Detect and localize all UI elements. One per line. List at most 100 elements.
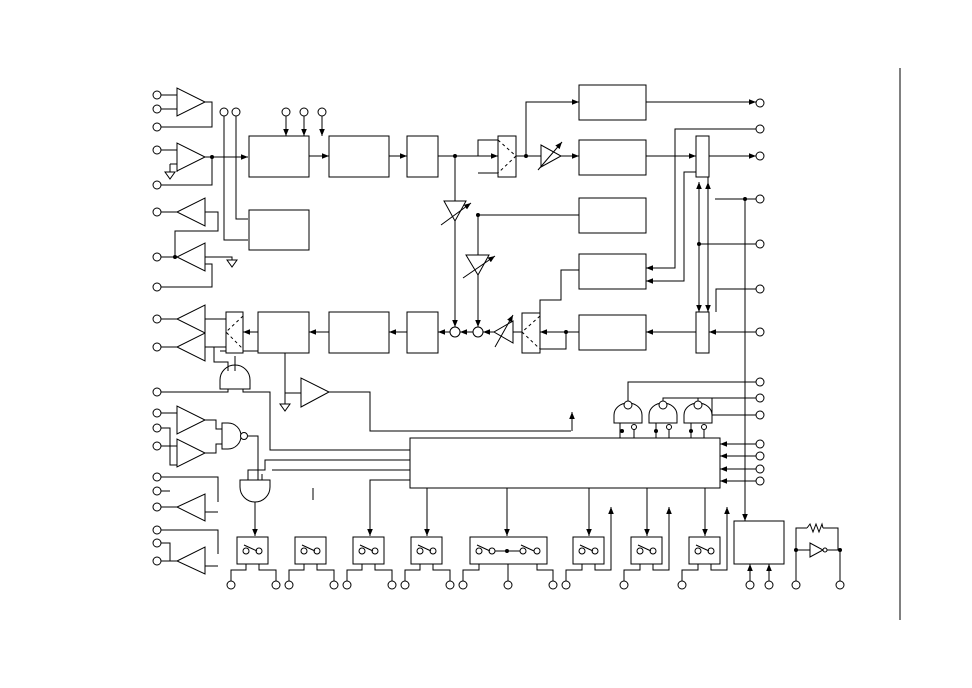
pin	[387, 580, 397, 590]
amplifier-triangle	[176, 405, 207, 435]
pin	[835, 580, 845, 590]
pin	[152, 90, 162, 100]
nand-gate	[221, 422, 242, 450]
pin	[755, 464, 765, 474]
block	[578, 197, 647, 234]
control-block	[409, 437, 721, 489]
pin	[677, 580, 687, 590]
pin	[152, 122, 162, 132]
switch-block	[695, 135, 710, 178]
amplifier-triangle	[175, 197, 206, 227]
amplifier-triangle	[176, 87, 207, 117]
and-gate	[239, 479, 271, 503]
pin	[152, 342, 162, 352]
pin	[284, 580, 294, 590]
summing-node	[472, 326, 484, 338]
pin	[152, 387, 162, 397]
pin	[764, 580, 774, 590]
block	[406, 311, 439, 354]
amplifier-triangle	[300, 377, 331, 408]
variable-amplifier	[540, 144, 563, 168]
block	[733, 520, 785, 565]
ground-symbol	[279, 403, 291, 412]
pin	[342, 580, 352, 590]
pin	[152, 441, 162, 451]
pin	[755, 151, 765, 161]
pin	[299, 107, 309, 117]
pin	[152, 104, 162, 114]
switch-block	[695, 311, 710, 354]
block	[328, 311, 390, 354]
pin	[152, 525, 162, 535]
pin	[745, 580, 755, 590]
pin	[152, 282, 162, 292]
pin	[152, 472, 162, 482]
pin	[503, 580, 513, 590]
pin	[152, 408, 162, 418]
switch-box	[688, 536, 721, 565]
amplifier-triangle	[175, 546, 206, 575]
pin	[152, 486, 162, 496]
block	[248, 209, 310, 251]
summing-node	[449, 326, 461, 338]
pin	[755, 439, 765, 449]
pin	[755, 327, 765, 337]
pin	[152, 423, 162, 433]
pin	[231, 107, 241, 117]
switch-box	[572, 536, 605, 565]
pin	[445, 580, 455, 590]
variable-amplifier	[443, 200, 467, 223]
switch-block	[521, 312, 541, 354]
pin	[152, 145, 162, 155]
pin	[791, 580, 801, 590]
block	[257, 311, 310, 354]
pin	[755, 451, 765, 461]
pin	[152, 314, 162, 324]
block	[578, 84, 647, 121]
pin	[400, 580, 410, 590]
block	[406, 135, 439, 178]
block	[248, 135, 310, 178]
pin	[152, 180, 162, 190]
and-gate	[219, 364, 251, 390]
pin	[152, 556, 162, 566]
pin	[152, 207, 162, 217]
pin	[755, 239, 765, 249]
block	[578, 253, 647, 290]
pin	[755, 284, 765, 294]
pin	[152, 538, 162, 548]
amplifier-triangle	[175, 332, 206, 362]
ground-symbol	[226, 259, 238, 268]
bottom-switch-group	[226, 488, 845, 590]
switch-box	[410, 536, 443, 565]
left-amplifier-group	[152, 87, 571, 575]
pin	[317, 107, 327, 117]
pin	[755, 410, 765, 420]
pin	[152, 252, 162, 262]
amplifier-triangle	[175, 242, 206, 272]
pin	[561, 580, 571, 590]
amplifier-triangle	[176, 438, 207, 468]
switch-box	[236, 536, 269, 565]
right-side-group	[225, 98, 765, 510]
pin	[458, 580, 468, 590]
control-logic-group	[265, 377, 765, 536]
pin	[329, 580, 339, 590]
pin	[548, 580, 558, 590]
pin	[755, 377, 765, 387]
pin	[755, 393, 765, 403]
switch-box	[294, 536, 327, 565]
switch-box	[630, 536, 663, 565]
switch-box	[352, 536, 385, 565]
pin	[755, 476, 765, 486]
pin	[219, 107, 229, 117]
pin	[281, 107, 291, 117]
pin	[755, 98, 765, 108]
block	[578, 139, 647, 176]
block	[328, 135, 390, 178]
pin	[226, 580, 236, 590]
pin	[619, 580, 629, 590]
pin	[152, 502, 162, 512]
amplifier-triangle	[176, 142, 207, 172]
switch-block	[497, 135, 517, 178]
